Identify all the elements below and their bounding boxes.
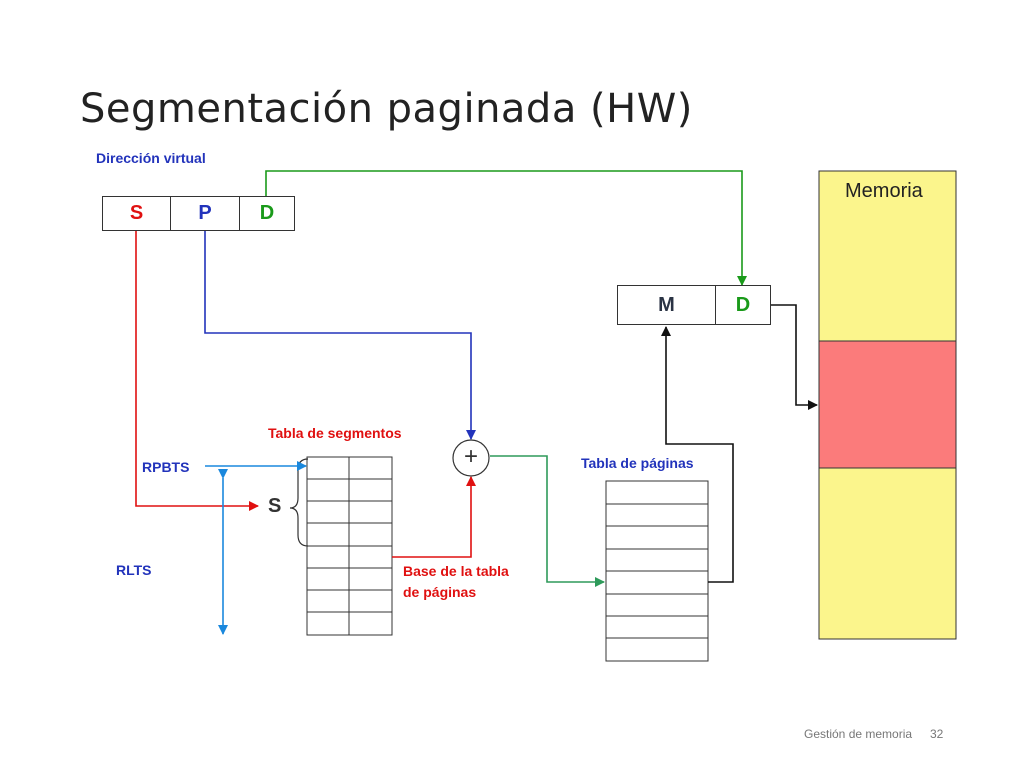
base-label-line2: de páginas — [403, 584, 477, 600]
memory-frame — [818, 340, 957, 469]
virtual-address-label: Dirección virtual — [96, 150, 206, 166]
segment-arrow — [135, 231, 259, 511]
physical-m-field: M — [617, 285, 716, 325]
page-title: Segmentación paginada (HW) — [80, 86, 693, 132]
base-label-line1: Base de la tabla — [403, 563, 509, 579]
segment-table-label: Tabla de segmentos — [268, 425, 402, 441]
rpbts-label: RPBTS — [142, 459, 190, 475]
segment-brace — [289, 458, 309, 547]
adder-to-pagetable-arrow — [490, 455, 605, 587]
virtual-p-field: P — [170, 196, 240, 231]
page-arrow — [204, 231, 476, 440]
frame-arrow — [661, 326, 734, 583]
memory-label: Memoria — [845, 180, 923, 202]
adder-circle — [452, 439, 490, 477]
virtual-d-field: D — [239, 196, 295, 231]
segment-table — [306, 456, 393, 636]
base-arrow — [392, 476, 476, 558]
rlts-label: RLTS — [116, 562, 152, 578]
offset-arrow — [265, 170, 747, 286]
physical-d-field: D — [715, 285, 771, 325]
segment-index-label: S — [268, 495, 282, 517]
memory-block — [818, 170, 957, 640]
page-number: 32 — [930, 727, 944, 741]
adder-symbol: + — [463, 443, 478, 470]
page-table — [605, 480, 709, 662]
virtual-s-field: S — [102, 196, 171, 231]
footer-text: Gestión de memoria — [804, 727, 913, 741]
memory-arrow — [770, 304, 818, 410]
page-table-label: Tabla de páginas — [581, 455, 694, 471]
